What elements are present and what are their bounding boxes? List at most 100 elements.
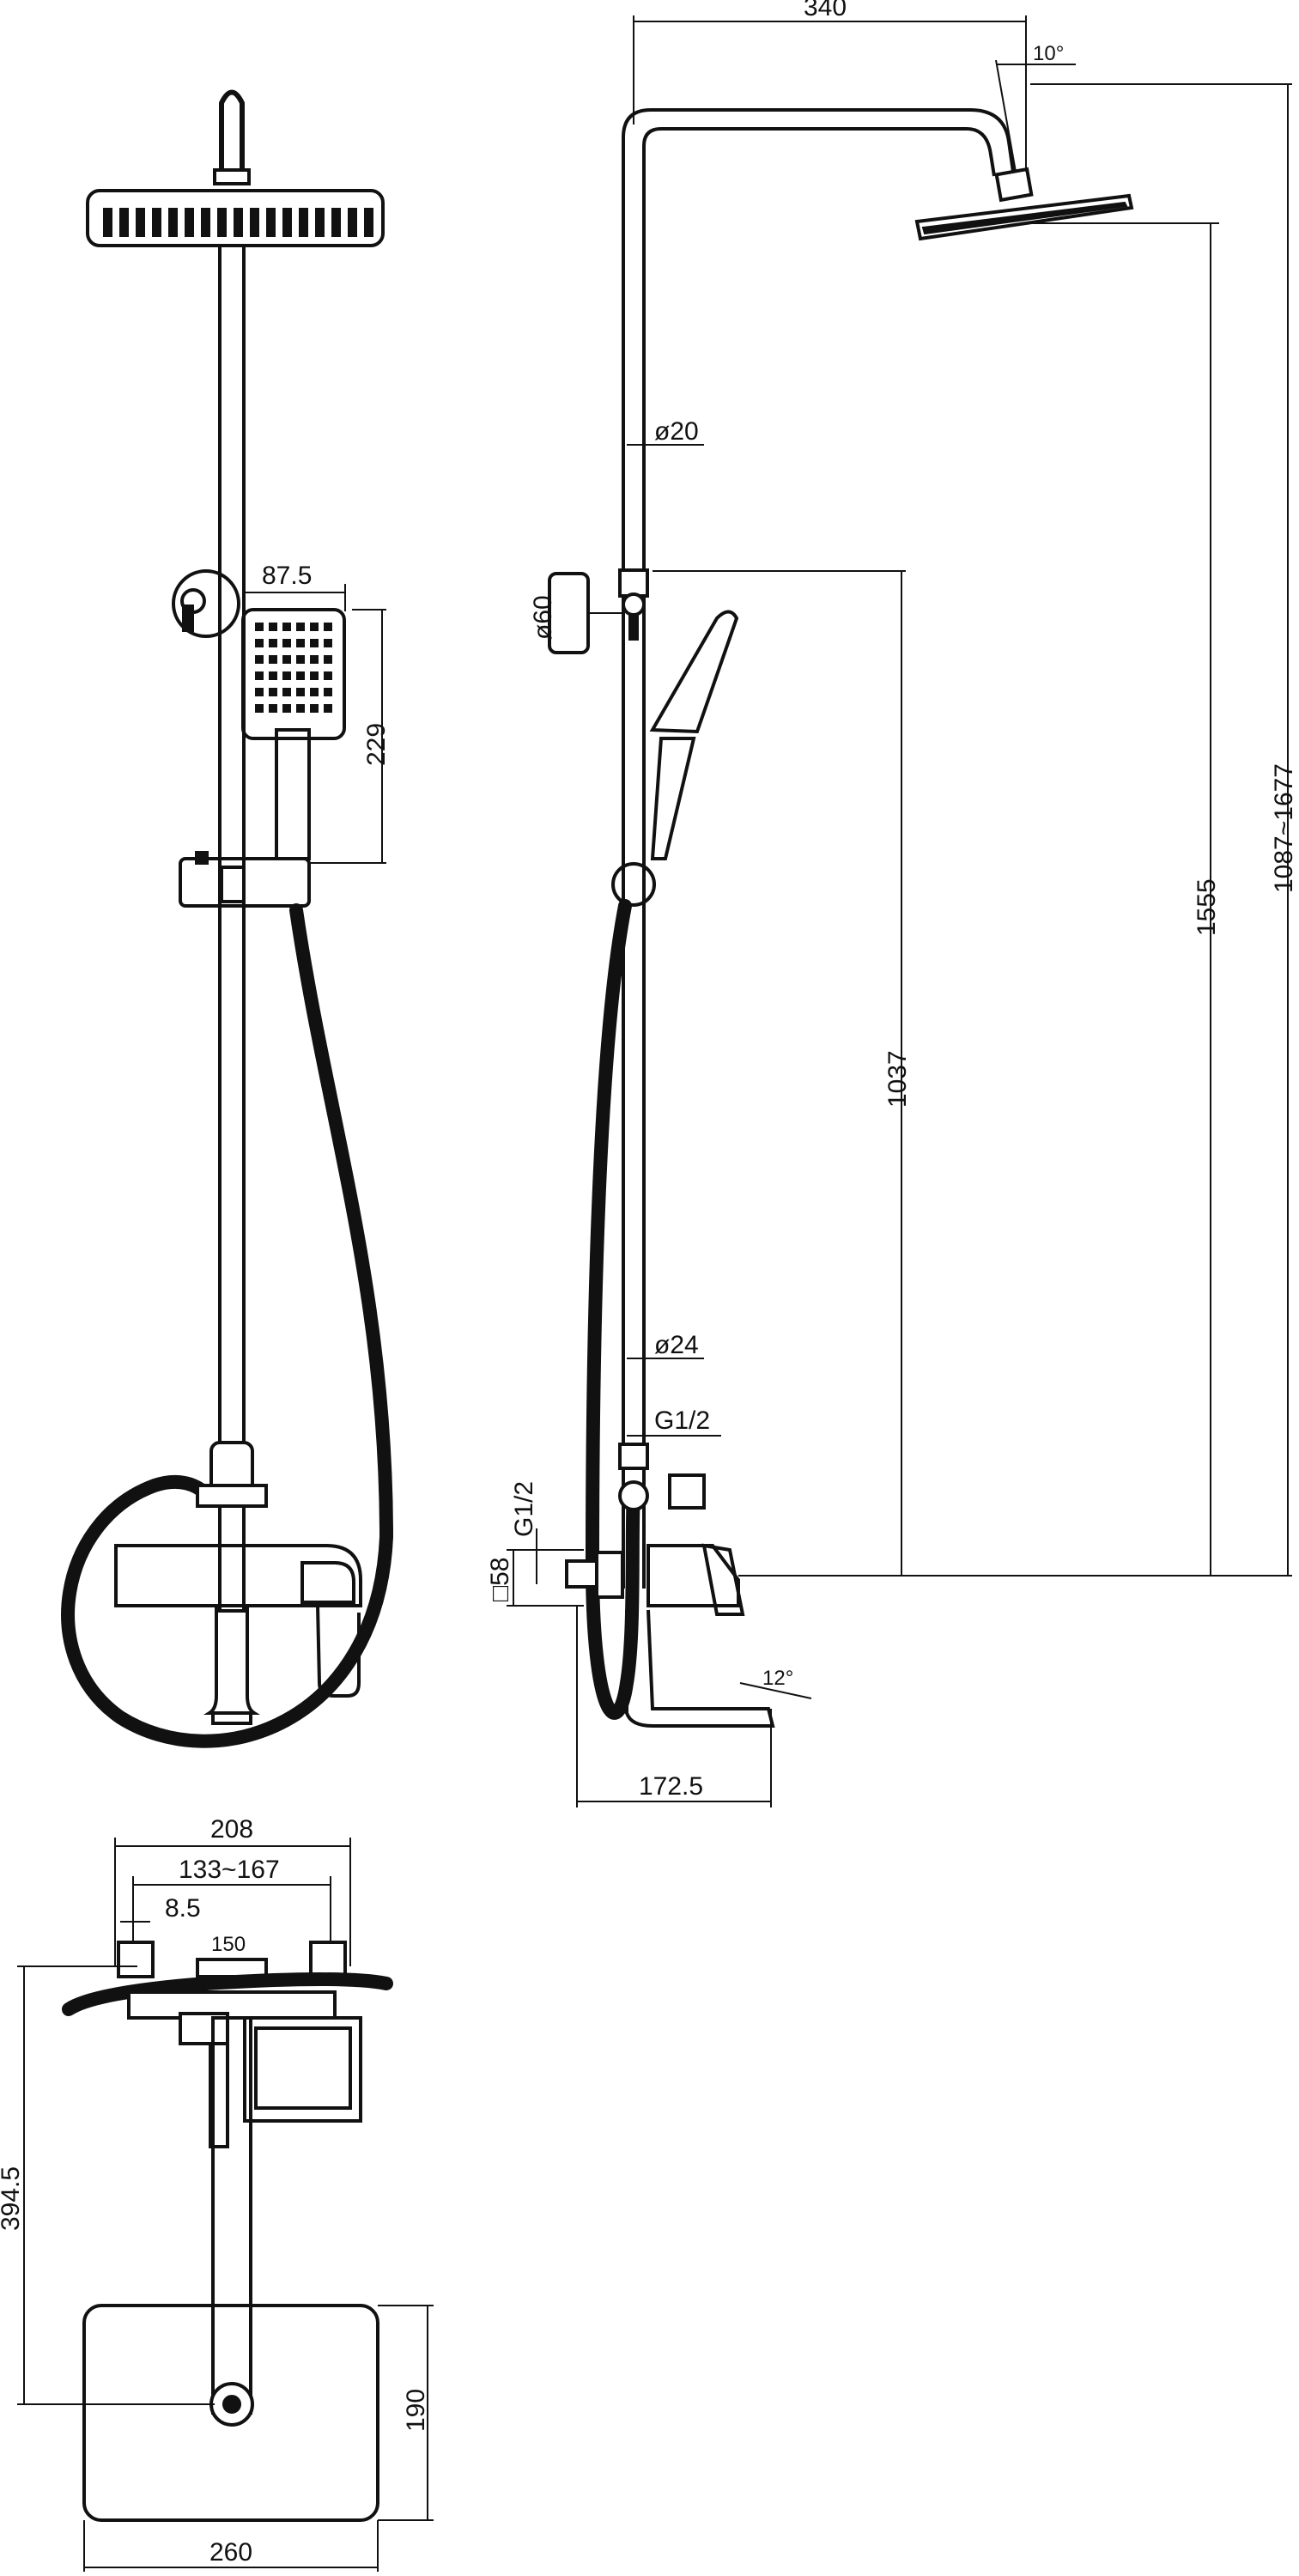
hand-shower-nozzle <box>310 671 319 680</box>
side-mixer-body <box>646 1544 740 1607</box>
front-bracket-screw <box>182 605 194 632</box>
front-view: 87.5 229 <box>61 89 394 1748</box>
dim-ext-10deg <box>995 59 1017 173</box>
front-head-nozzles <box>103 208 373 237</box>
hand-shower-nozzle <box>269 671 277 680</box>
side-spout <box>625 1609 775 1728</box>
hand-shower-nozzle <box>296 623 305 631</box>
front-mixer-cap <box>300 1561 355 1604</box>
hand-shower-nozzle <box>255 655 264 664</box>
front-spout <box>203 1606 260 1715</box>
head-nozzle <box>217 208 227 237</box>
hand-shower-nozzle <box>324 704 332 713</box>
head-nozzle <box>299 208 308 237</box>
front-holder-knob <box>195 851 209 865</box>
head-nozzle <box>364 208 373 237</box>
hand-shower-nozzle <box>310 704 319 713</box>
front-hand-shower-handle <box>275 728 311 860</box>
head-nozzle <box>168 208 178 237</box>
hand-shower-nozzle <box>324 655 332 664</box>
top-head-connector-core <box>222 2395 241 2414</box>
dim-label-172-5: 172.5 <box>639 1772 703 1801</box>
head-nozzle <box>119 208 129 237</box>
side-hand-shower-handle <box>650 737 696 860</box>
head-nozzle <box>348 208 357 237</box>
hand-shower-nozzle <box>282 639 291 647</box>
front-mixer-body <box>114 1544 362 1607</box>
hand-shower-nozzle <box>255 623 264 631</box>
front-diverter-nut <box>196 1484 268 1508</box>
hand-shower-nozzle <box>282 671 291 680</box>
hand-shower-nozzle <box>269 688 277 696</box>
dim-label-12deg: 12° <box>762 1667 793 1690</box>
dim-label-260: 260 <box>209 2538 252 2567</box>
side-shower-arm-outer <box>622 108 1015 1589</box>
front-wall-bracket <box>172 569 240 638</box>
side-diverter <box>618 1480 649 1511</box>
hand-shower-nozzle <box>324 623 332 631</box>
top-inlet-left <box>117 1941 155 1978</box>
dim-line-12deg <box>739 1682 812 1699</box>
top-hose-loop <box>62 1972 393 2016</box>
front-hand-shower-grid <box>255 623 332 713</box>
hand-shower-nozzle <box>296 704 305 713</box>
dim-label-g12-vertical: G1/2 <box>510 1481 538 1537</box>
dim-label-10deg: 10° <box>1033 42 1064 65</box>
hand-shower-nozzle <box>269 623 277 631</box>
head-nozzle <box>103 208 112 237</box>
hand-shower-nozzle <box>255 704 264 713</box>
hand-shower-nozzle <box>296 655 305 664</box>
hand-shower-nozzle <box>310 623 319 631</box>
top-mixer-handle-inner <box>254 2026 352 2110</box>
side-eccentric-nut <box>565 1559 598 1589</box>
dim-label-8-5: 8.5 <box>165 1894 201 1923</box>
top-spout <box>209 2044 229 2148</box>
head-nozzle <box>315 208 325 237</box>
top-inlet-right <box>309 1941 347 1978</box>
head-nozzle <box>250 208 259 237</box>
dim-label-394-5: 394.5 <box>0 2166 25 2231</box>
top-overhead-head <box>82 2304 379 2522</box>
side-bracket-clamp <box>618 568 649 598</box>
head-nozzle <box>331 208 341 237</box>
dim-label-229: 229 <box>362 723 391 766</box>
hand-shower-nozzle <box>310 688 319 696</box>
head-nozzle <box>152 208 161 237</box>
top-mixer-handle <box>243 2016 362 2123</box>
hand-shower-nozzle <box>296 639 305 647</box>
front-swivel-nut <box>213 168 251 185</box>
front-hand-shower-head <box>241 608 346 740</box>
head-nozzle <box>282 208 292 237</box>
hand-shower-nozzle <box>324 671 332 680</box>
dim-label-d20: ø20 <box>654 417 699 446</box>
dim-label-150: 150 <box>211 1933 246 1956</box>
side-overhead-nozzles <box>921 201 1128 235</box>
head-nozzle <box>234 208 243 237</box>
side-bracket-knob <box>622 592 646 617</box>
head-nozzle <box>185 208 194 237</box>
top-view: 208 133~167 8.5 150 394.5 <box>0 1815 434 2572</box>
side-bracket-screw <box>628 613 639 641</box>
side-wall-flange <box>595 1551 624 1599</box>
dim-label-d60: ø60 <box>529 595 557 640</box>
hand-shower-nozzle <box>269 655 277 664</box>
dim-label-58: □58 <box>486 1558 514 1602</box>
side-swivel-ball <box>994 167 1034 203</box>
head-nozzle <box>266 208 276 237</box>
top-mixer-body <box>127 1990 337 2020</box>
hand-shower-nozzle <box>269 639 277 647</box>
dim-label-133-167: 133~167 <box>179 1856 280 1884</box>
hand-shower-nozzle <box>310 655 319 664</box>
hand-shower-nozzle <box>282 623 291 631</box>
side-diverter-knob <box>668 1473 706 1510</box>
head-nozzle <box>201 208 210 237</box>
hand-shower-nozzle <box>255 639 264 647</box>
front-slide-holder <box>179 857 311 908</box>
dim-label-1087-1677: 1087~1677 <box>1270 763 1298 893</box>
front-mixer-lever <box>316 1605 361 1698</box>
hand-shower-nozzle <box>255 671 264 680</box>
head-nozzle <box>136 208 145 237</box>
front-rail-top-hook <box>219 89 245 176</box>
side-shower-arm-inner <box>642 127 996 1589</box>
